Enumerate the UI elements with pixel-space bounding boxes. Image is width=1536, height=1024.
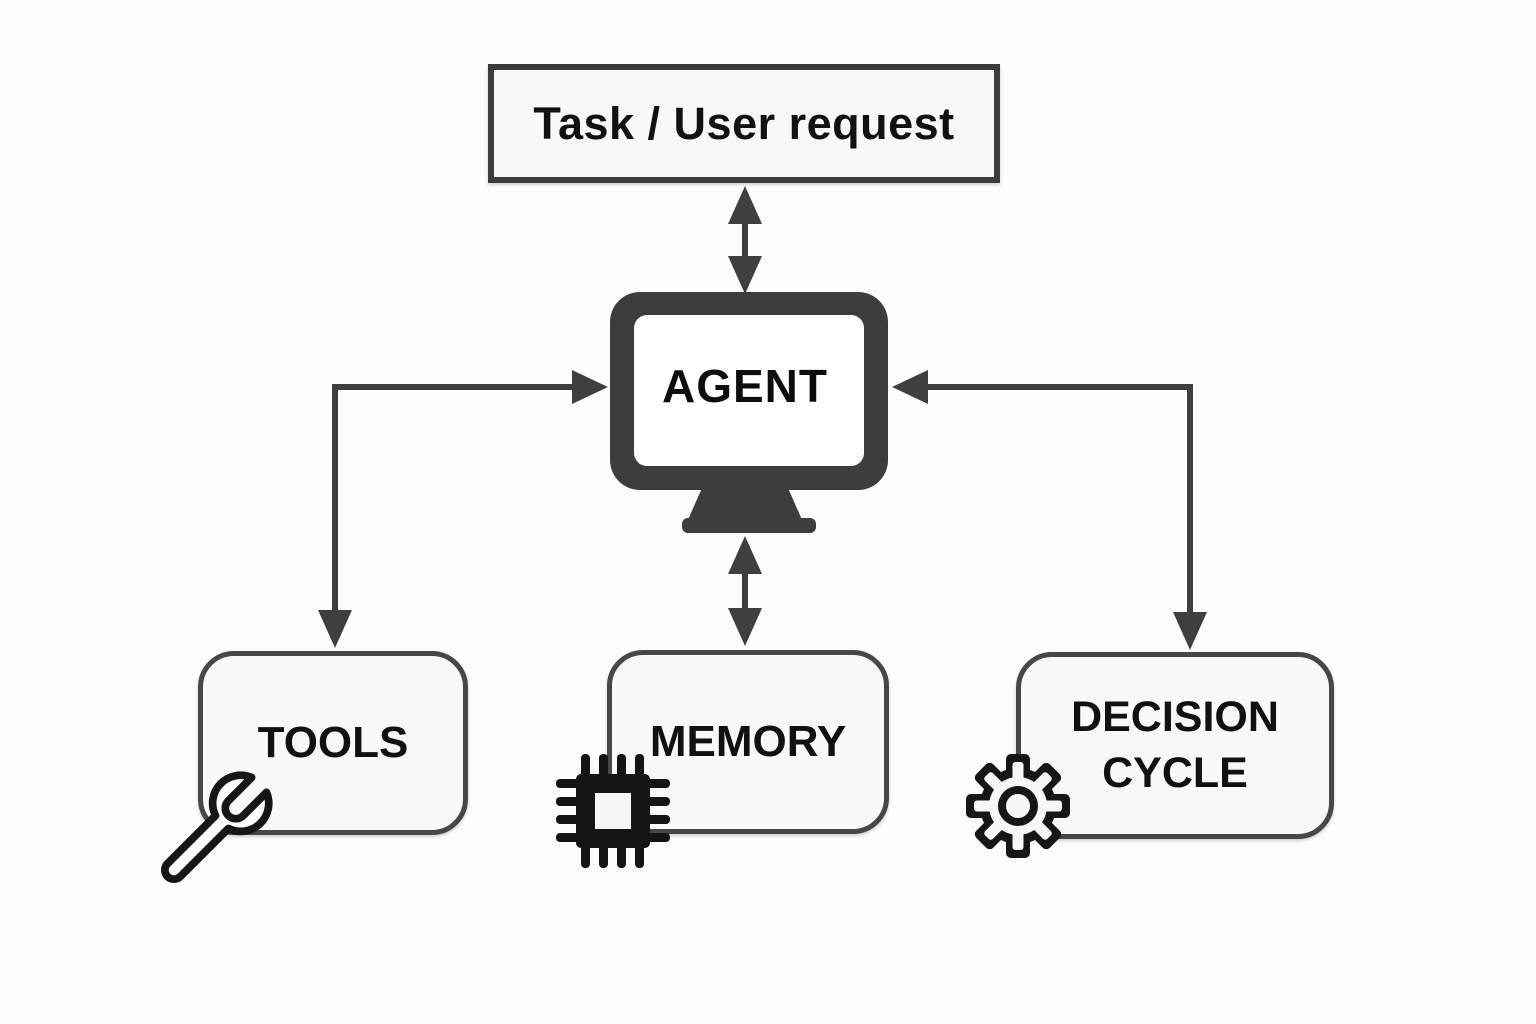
monitor-icon xyxy=(610,292,888,533)
wrench-icon xyxy=(161,771,273,883)
chip-icon xyxy=(556,754,670,868)
agent-node xyxy=(600,284,892,540)
agent-label: AGENT xyxy=(662,360,828,412)
task-request-node: Task / User request xyxy=(488,64,1000,183)
arrow-decision-agent xyxy=(892,370,1207,650)
decision-cycle-node: DECISION CYCLE xyxy=(1016,652,1334,839)
arrow-tools-agent xyxy=(318,370,608,648)
memory-label: MEMORY xyxy=(649,717,847,766)
tools-node: TOOLS xyxy=(198,651,468,835)
task-request-label: Task / User request xyxy=(533,97,955,149)
gear-icon xyxy=(966,754,1070,858)
arrow-task-agent xyxy=(728,186,762,294)
tools-label: TOOLS xyxy=(257,718,409,767)
decision-cycle-label: DECISION CYCLE xyxy=(1071,692,1279,797)
arrow-agent-memory xyxy=(728,536,762,646)
